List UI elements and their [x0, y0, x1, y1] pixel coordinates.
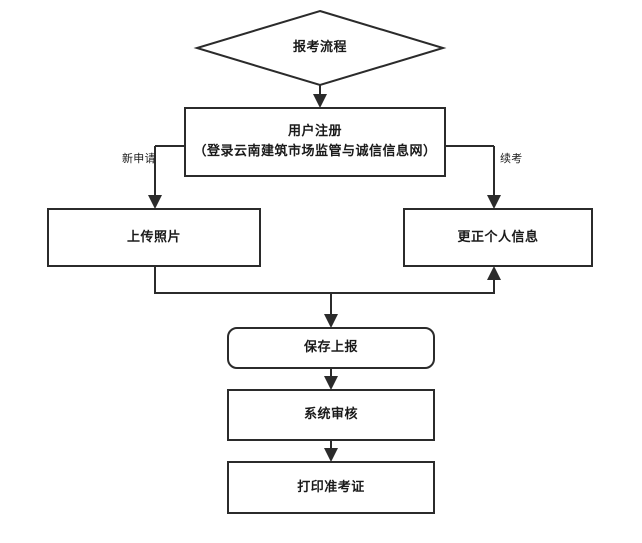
edge-label-new-application: 新申请: [122, 152, 156, 165]
node-correct-info-shape[interactable]: [403, 208, 593, 267]
edge-register-to-correct-info: [445, 145, 501, 209]
edge-upload-photo-bus: [154, 266, 501, 328]
edge-label-continuing-exam: 续考: [500, 152, 523, 165]
node-save-submit-shape[interactable]: [227, 327, 435, 369]
edge-system-review-to-print-ticket: [324, 440, 338, 462]
edge-start-to-register: [313, 85, 327, 108]
node-print-ticket-shape[interactable]: [227, 461, 435, 514]
edge-save-submit-to-system-review: [324, 368, 338, 390]
edge-register-to-upload-photo: [148, 145, 185, 209]
node-upload-photo-shape[interactable]: [47, 208, 261, 267]
node-start-shape[interactable]: [193, 9, 447, 87]
node-register-shape[interactable]: [184, 107, 446, 177]
node-system-review-shape[interactable]: [227, 389, 435, 441]
